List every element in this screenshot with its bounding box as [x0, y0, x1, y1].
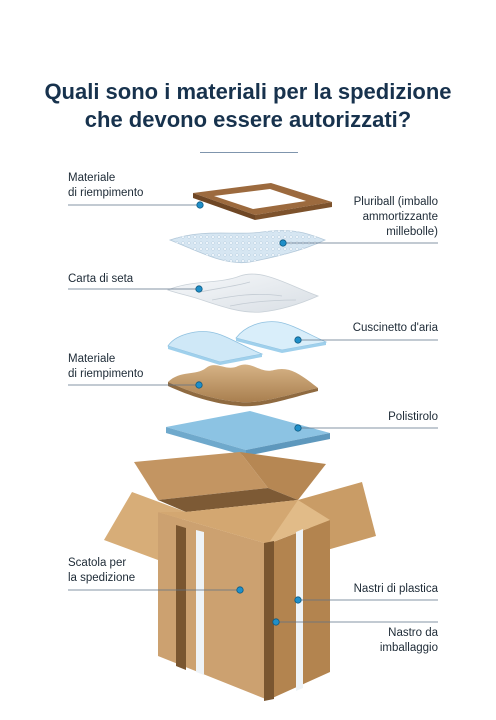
- label-tissue-paper-line1: Carta di seta: [68, 273, 134, 285]
- label-air-cushion-line1: Cuscinetto d'aria: [352, 322, 438, 334]
- label-plastic-straps-line1: Nastri di plastica: [353, 583, 438, 595]
- shipping-box: [104, 452, 376, 701]
- page-title: Quali sono i materiali per la spedizione…: [0, 78, 496, 134]
- label-bubble-wrap: Pluriball (imballo ammortizzante millebo…: [354, 195, 438, 240]
- label-box: Scatola per la spedizione: [68, 556, 135, 586]
- polystyrene-layer: [166, 411, 330, 456]
- label-box-line2: la spedizione: [68, 572, 136, 584]
- marker-loose-fill: [195, 381, 203, 389]
- marker-tape: [272, 618, 280, 626]
- label-polystyrene-line1: Polistirolo: [388, 411, 438, 423]
- label-filler-loose-line1: Materiale: [68, 353, 116, 365]
- title-line-2: che devono essere autorizzati?: [84, 107, 412, 132]
- label-bubble-wrap-line2: ammortizzante: [362, 211, 438, 223]
- label-packing-tape-line2: imballaggio: [379, 642, 438, 654]
- tissue-paper-layer: [166, 273, 320, 313]
- label-filler-top-line2: di riempimento: [68, 187, 144, 199]
- label-bubble-wrap-line1: Pluriball (imballo: [353, 196, 438, 208]
- label-filler-top: Materiale di riempimento: [68, 171, 143, 201]
- marker-polystyrene: [294, 424, 302, 432]
- label-packing-tape: Nastro da imballaggio: [380, 626, 438, 656]
- label-polystyrene: Polistirolo: [388, 410, 438, 425]
- marker-tissue: [195, 285, 203, 293]
- bubble-wrap-layer: [168, 230, 326, 264]
- label-bubble-wrap-line3: millebolle): [386, 226, 438, 238]
- label-filler-top-line1: Materiale: [68, 172, 116, 184]
- label-packing-tape-line1: Nastro da: [388, 627, 438, 639]
- label-filler-loose: Materiale di riempimento: [68, 352, 143, 382]
- leader-lines: [68, 204, 438, 623]
- label-box-line1: Scatola per: [68, 557, 127, 569]
- title-line-1: Quali sono i materiali per la spedizione: [44, 79, 452, 104]
- marker-frame: [196, 201, 204, 209]
- label-filler-loose-line2: di riempimento: [68, 368, 144, 380]
- cardboard-frame-layer: [193, 183, 332, 220]
- marker-air-cushion: [294, 336, 302, 344]
- label-tissue-paper: Carta di seta: [68, 272, 133, 287]
- label-plastic-straps: Nastri di plastica: [354, 582, 438, 597]
- marker-dots: [195, 201, 302, 626]
- marker-bubble-wrap: [279, 239, 287, 247]
- loose-fill-layer: [168, 364, 318, 407]
- title-divider: [200, 152, 298, 153]
- air-cushion-layer: [167, 321, 328, 365]
- marker-box: [236, 586, 244, 594]
- marker-straps: [294, 596, 302, 604]
- label-air-cushion: Cuscinetto d'aria: [353, 321, 438, 336]
